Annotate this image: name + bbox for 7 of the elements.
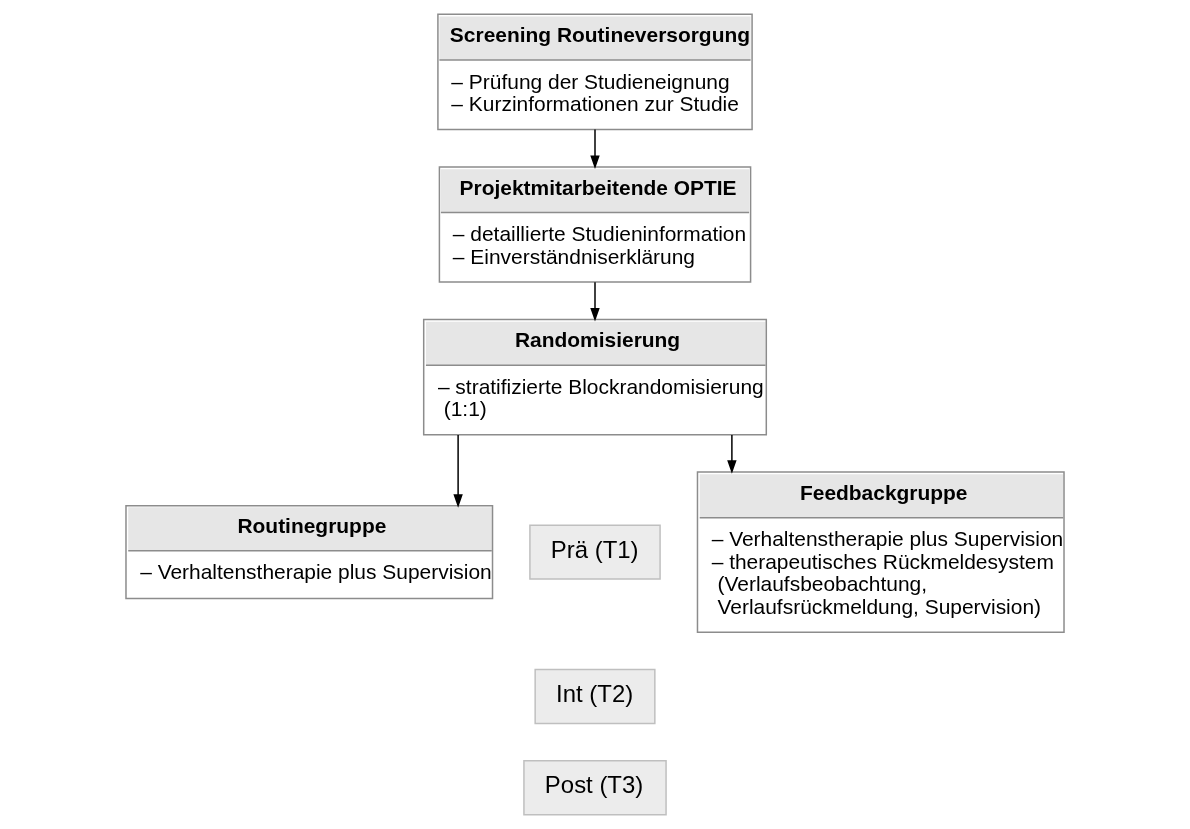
arrow bbox=[590, 128, 600, 169]
node-box: Post (T3) bbox=[523, 760, 667, 816]
arrow bbox=[453, 434, 463, 508]
arrow bbox=[727, 434, 737, 474]
node-box: Prä (T1) bbox=[529, 524, 661, 580]
node-box: Int (T2) bbox=[534, 668, 656, 725]
arrow bbox=[590, 281, 600, 322]
